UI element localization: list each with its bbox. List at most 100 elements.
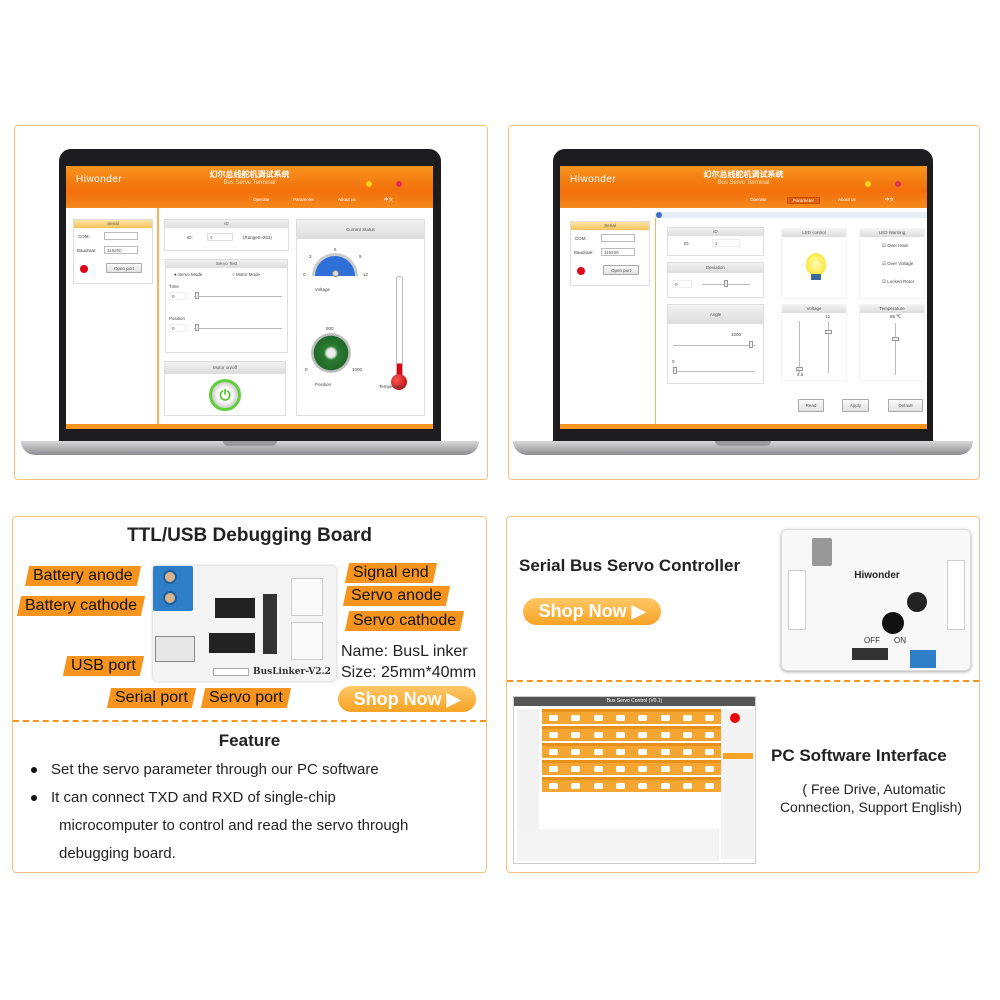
menu-language[interactable]: 中文 xyxy=(384,197,393,202)
servo-cell[interactable] xyxy=(653,743,677,758)
menu-parameter[interactable]: Parameter xyxy=(293,197,315,202)
servo-cell[interactable] xyxy=(586,777,610,792)
servo-cell[interactable] xyxy=(564,709,588,724)
servo-cell[interactable] xyxy=(698,760,722,775)
servo-cell[interactable] xyxy=(608,709,632,724)
angle-min-thumb[interactable] xyxy=(673,367,677,374)
id-input[interactable]: 1 xyxy=(712,239,740,247)
over-heat-checkbox[interactable]: ☑ Over Heat xyxy=(882,243,908,248)
minimize-icon[interactable] xyxy=(865,181,871,187)
temperature-slider[interactable] xyxy=(895,323,896,375)
software-screen: Hiwonder 幻尔总线舵机调试系统 Bus Servo Terminal O… xyxy=(560,166,927,429)
temperature-thumb[interactable] xyxy=(892,337,899,341)
menu-about[interactable]: About us xyxy=(338,197,356,202)
power-button[interactable]: ⏻ xyxy=(209,379,241,411)
servo-cell[interactable] xyxy=(564,777,588,792)
chip xyxy=(209,633,255,653)
time-slider-track[interactable] xyxy=(194,296,282,297)
com-label: COM: xyxy=(78,234,90,239)
time-slider-thumb[interactable] xyxy=(195,292,199,299)
servo-mode-radio[interactable]: ● Servo Mode xyxy=(174,272,203,277)
light-bulb-icon[interactable] xyxy=(806,253,826,275)
servo-cell[interactable] xyxy=(586,709,610,724)
servo-cell[interactable] xyxy=(631,760,655,775)
servo-cell[interactable] xyxy=(653,726,677,741)
time-input[interactable]: 0 xyxy=(169,292,187,300)
divider xyxy=(655,218,656,424)
shop-now-button[interactable]: Shop Now ▶ xyxy=(523,598,661,625)
servo-cell[interactable] xyxy=(675,760,699,775)
led-warning-title: LED Warning xyxy=(860,229,924,237)
menu-about[interactable]: About us xyxy=(838,197,856,202)
angle-max-thumb[interactable] xyxy=(749,341,753,348)
default-button[interactable]: Default xyxy=(888,399,923,412)
shop-now-button[interactable]: Shop Now ▶ xyxy=(338,686,476,712)
baud-select[interactable]: 115200 xyxy=(104,246,138,254)
position-slider-track[interactable] xyxy=(194,328,282,329)
read-button[interactable]: Read xyxy=(798,399,824,412)
voltage-max-thumb[interactable] xyxy=(825,330,832,334)
servo-cell[interactable] xyxy=(653,777,677,792)
servo-cell[interactable] xyxy=(586,743,610,758)
id-input[interactable]: 1 xyxy=(207,233,233,241)
servo-cell[interactable] xyxy=(653,760,677,775)
apply-button[interactable]: Apply xyxy=(842,399,869,412)
menu-parameter[interactable]: Parameter xyxy=(787,197,821,204)
angle-max-slider[interactable] xyxy=(673,345,755,346)
close-icon[interactable] xyxy=(895,181,901,187)
close-icon[interactable] xyxy=(396,181,402,187)
angle-min-slider[interactable] xyxy=(673,371,755,372)
servo-cell[interactable] xyxy=(698,709,722,724)
feature-bullet: Set the servo parameter through our PC s… xyxy=(31,761,379,778)
servo-cell[interactable] xyxy=(698,777,722,792)
servo-cell[interactable] xyxy=(542,726,565,741)
servo-cell[interactable] xyxy=(675,777,699,792)
over-voltage-checkbox[interactable]: ☑ Over Voltage xyxy=(882,261,914,266)
servo-cell[interactable] xyxy=(631,743,655,758)
id-panel: ID ID: 1 xyxy=(667,227,764,256)
menu-language[interactable]: 中文 xyxy=(885,197,894,202)
locked-rotor-checkbox[interactable]: ☑ Locked Rotor xyxy=(882,279,915,284)
servo-cell[interactable] xyxy=(653,709,677,724)
power-switch[interactable] xyxy=(852,648,888,660)
servo-cell[interactable] xyxy=(542,760,565,775)
servo-cell[interactable] xyxy=(698,743,722,758)
servo-cell[interactable] xyxy=(608,726,632,741)
menu-operate[interactable]: Operate xyxy=(750,197,767,202)
back-icon[interactable] xyxy=(656,212,662,218)
minimize-icon[interactable] xyxy=(366,181,372,187)
servo-cell[interactable] xyxy=(608,777,632,792)
servo-connector xyxy=(291,578,323,616)
servo-cell[interactable] xyxy=(631,709,655,724)
voltage-min-thumb[interactable] xyxy=(796,367,803,371)
voltage-max-slider[interactable] xyxy=(828,321,829,373)
servo-cell[interactable] xyxy=(542,777,565,792)
servo-cell[interactable] xyxy=(564,743,588,758)
position-input[interactable]: 0 xyxy=(169,324,187,332)
servo-cell[interactable] xyxy=(675,726,699,741)
servo-cell[interactable] xyxy=(675,709,699,724)
servo-cell[interactable] xyxy=(631,726,655,741)
com-select[interactable] xyxy=(104,232,138,240)
deviation-input[interactable]: 0 xyxy=(672,280,692,288)
servo-cell[interactable] xyxy=(542,743,565,758)
servo-cell[interactable] xyxy=(698,726,722,741)
menu-operate[interactable]: Operate xyxy=(253,197,270,202)
com-select[interactable] xyxy=(601,234,635,242)
servo-cell[interactable] xyxy=(586,726,610,741)
servo-cell[interactable] xyxy=(675,743,699,758)
servo-cell[interactable] xyxy=(542,709,565,724)
servo-cell[interactable] xyxy=(608,760,632,775)
position-slider-thumb[interactable] xyxy=(195,324,199,331)
open-port-button[interactable]: Open port xyxy=(106,263,142,273)
voltage-min-slider[interactable] xyxy=(799,321,800,373)
servo-cell[interactable] xyxy=(608,743,632,758)
servo-cell[interactable] xyxy=(631,777,655,792)
servo-cell[interactable] xyxy=(586,760,610,775)
deviation-slider-thumb[interactable] xyxy=(724,280,728,287)
servo-cell[interactable] xyxy=(564,726,588,741)
baud-select[interactable]: 115200 xyxy=(601,248,635,256)
servo-cell[interactable] xyxy=(564,760,588,775)
motor-mode-radio[interactable]: ○ Motor Mode xyxy=(232,272,260,277)
open-port-button[interactable]: Open port xyxy=(603,265,639,275)
